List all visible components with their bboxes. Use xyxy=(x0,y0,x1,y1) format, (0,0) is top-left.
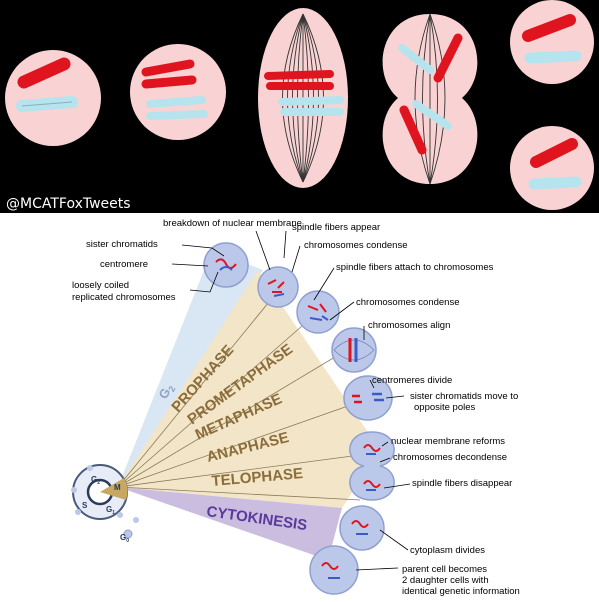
label-decondense: chromosomes decondense xyxy=(393,452,507,463)
cell-interphase xyxy=(5,50,101,146)
cell-prophase-icon xyxy=(257,266,299,308)
label-sister-move-2: opposite poles xyxy=(414,402,476,413)
label-spindle-disappear: spindle fibers disappear xyxy=(412,478,512,489)
cytokinesis-wedge xyxy=(118,487,342,560)
label-breakdown: breakdown of nuclear membrane xyxy=(163,218,302,229)
phase-dividers xyxy=(117,285,366,501)
cell-prophase xyxy=(130,44,226,140)
cell-anaphase xyxy=(382,13,478,185)
label-spindle-appear: spindle fibers appear xyxy=(292,222,380,233)
annotation-leaders xyxy=(171,230,411,571)
cycle-s-label: S xyxy=(82,501,88,510)
label-cytoplasm-divides: cytoplasm divides xyxy=(410,545,485,556)
cycle-g0-label: G0 xyxy=(120,533,129,544)
mitosis-illustration-panel: @MCATFoxTweets xyxy=(0,0,599,213)
cell-metaphase-icon xyxy=(331,327,377,373)
label-centromere: centromere xyxy=(100,259,148,270)
cell-metaphase xyxy=(258,8,348,188)
cell-g2 xyxy=(203,242,249,288)
label-membrane-reforms: nuclear membrane reforms xyxy=(391,436,505,447)
label-parent-2: 2 daughter cells with xyxy=(402,575,489,586)
cell-prometaphase-icon xyxy=(296,290,340,334)
cell-anaphase-icon xyxy=(343,375,393,421)
twitter-handle: @MCATFoxTweets xyxy=(6,196,131,212)
g2-phase-label: G2 xyxy=(155,381,177,402)
label-parent-3: identical genetic information xyxy=(402,586,520,597)
label-spindle-attach: spindle fibers attach to chromosomes xyxy=(336,262,494,273)
label-condense-2: chromosomes condense xyxy=(356,297,460,308)
g2-wedge xyxy=(118,250,263,487)
cell-cycle-wheel: G2 M S G1 G0 xyxy=(71,464,139,544)
daughter-cell-1-icon xyxy=(339,505,385,551)
daughter-cell-bottom xyxy=(510,126,594,210)
cell-cycle-diagram: G2 PROPHASE PROMETAPHASE METAPHASE ANAPH… xyxy=(71,218,520,597)
label-centromeres-divide: centromeres divide xyxy=(372,375,452,386)
cycle-g1-label: G1 xyxy=(106,505,115,516)
daughter-cell-top xyxy=(510,0,594,84)
label-parent-1: parent cell becomes xyxy=(402,564,487,575)
label-loosely-2: replicated chromosomes xyxy=(72,292,176,303)
cycle-g2-label: G2 xyxy=(91,475,100,486)
cycle-m-label: M xyxy=(114,483,121,492)
label-sister-move-1: sister chromatids move to xyxy=(410,391,518,402)
label-align: chromosomes align xyxy=(368,320,450,331)
label-condense-1: chromosomes condense xyxy=(304,240,408,251)
label-sister-chromatids: sister chromatids xyxy=(86,239,158,250)
label-loosely-1: loosely coiled xyxy=(72,280,129,291)
cell-telophase-icon xyxy=(349,431,395,501)
phase-wedge xyxy=(118,270,380,508)
mitosis-stages-illustration xyxy=(5,0,594,210)
daughter-cell-2-icon xyxy=(309,545,359,595)
